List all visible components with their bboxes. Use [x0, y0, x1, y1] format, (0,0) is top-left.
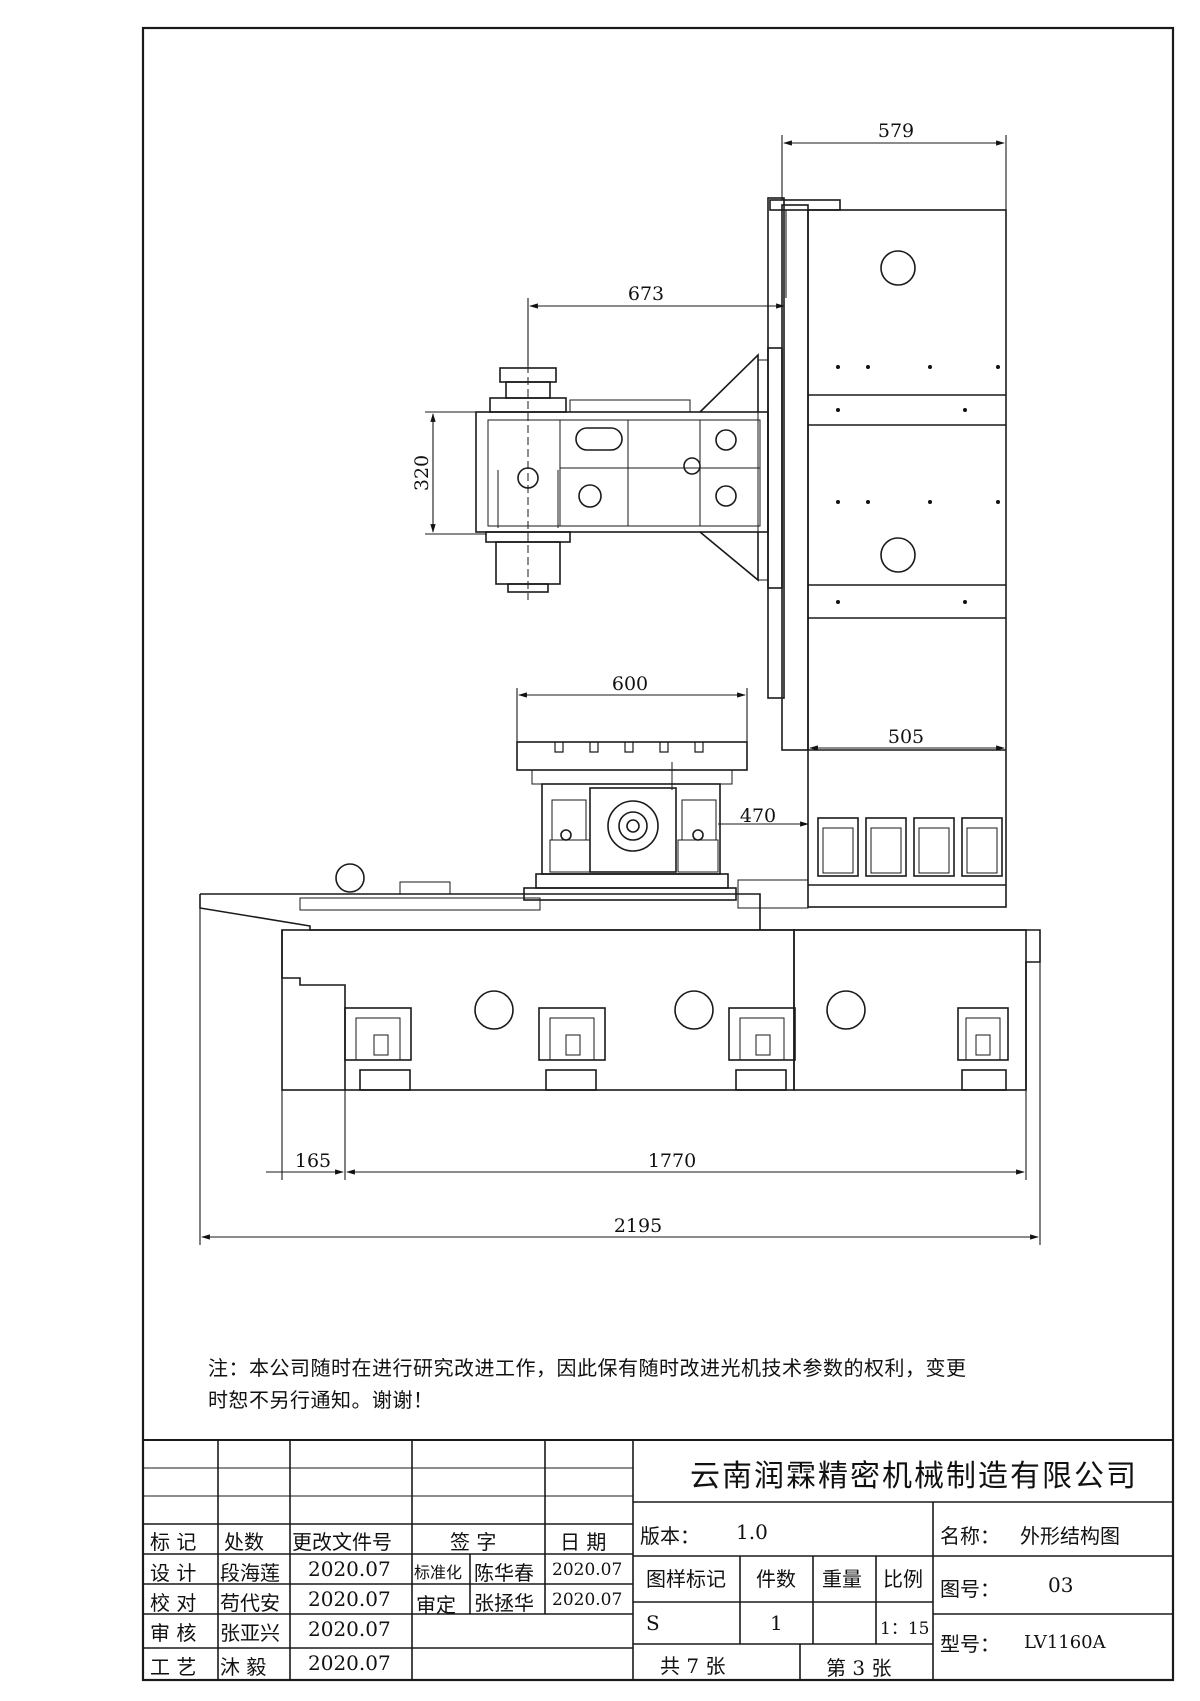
dimension-labels: 579 673 320 600 505 470 165 1770 2195 — [295, 120, 924, 1237]
weight-label: 重量 — [822, 1567, 862, 1591]
row-check-date2: 2020.07 — [552, 1590, 623, 1610]
row-design-date2: 2020.07 — [552, 1560, 623, 1580]
dimension-lines — [199, 135, 1041, 1245]
row-design-name: 段海莲 — [220, 1561, 280, 1585]
row-check-role2: 审定 — [416, 1593, 456, 1617]
pattern-mark-label: 图样标记 — [646, 1567, 726, 1591]
company-name: 云南润霖精密机械制造有限公司 — [690, 1459, 1138, 1494]
scale-value: 1：15 — [880, 1619, 930, 1639]
scale-label: 比例 — [883, 1567, 923, 1591]
model-label: 型号： — [940, 1632, 1000, 1656]
drawing-no-label: 图号： — [940, 1577, 1000, 1601]
dim-base-offset: 165 — [295, 1150, 331, 1172]
row-process-name: 沐 毅 — [220, 1655, 267, 1679]
row-design-role: 设 计 — [150, 1561, 197, 1585]
header-signature: 签 字 — [450, 1530, 497, 1554]
row-design-role2: 标准化 — [414, 1563, 463, 1582]
row-check-date: 2020.07 — [308, 1587, 391, 1611]
column-coolant-pockets — [817, 817, 1003, 877]
column-access-hole-upper — [880, 250, 916, 286]
drawing-frame — [141, 26, 1175, 1682]
quantity-label: 件数 — [756, 1567, 796, 1591]
model-value: LV1160A — [1024, 1632, 1106, 1653]
dim-base-length: 1770 — [648, 1150, 696, 1172]
quantity-value: 1 — [770, 1611, 783, 1635]
dim-head-height: 320 — [411, 455, 433, 491]
row-review-role: 审 核 — [150, 1621, 197, 1645]
row-design-date: 2020.07 — [308, 1557, 391, 1581]
header-count: 处数 — [224, 1530, 264, 1554]
dim-spindle-offset: 673 — [628, 283, 664, 305]
note-line-1: 注：本公司随时在进行研究改进工作，因此保有随时改进光机技术参数的权利，变更 — [208, 1356, 967, 1380]
column-access-hole-lower — [880, 537, 916, 573]
disclaimer-note: 注：本公司随时在进行研究改进工作，因此保有随时改进光机技术参数的权利，变更 时恕… — [208, 1352, 1088, 1416]
header-mark: 标 记 — [150, 1530, 197, 1554]
name-value: 外形结构图 — [1020, 1524, 1120, 1548]
sheet-number: 第 3 张 — [826, 1656, 892, 1680]
drawing-no-value: 03 — [1048, 1573, 1074, 1597]
total-sheets: 共 7 张 — [660, 1654, 726, 1678]
dim-overall-length: 2195 — [614, 1215, 662, 1237]
worktable — [516, 741, 748, 901]
version-value: 1.0 — [736, 1520, 768, 1544]
row-review-date: 2020.07 — [308, 1617, 391, 1641]
header-change-doc: 更改文件号 — [292, 1530, 392, 1554]
row-process-date: 2020.07 — [308, 1651, 391, 1675]
dim-column-width: 579 — [878, 120, 914, 142]
row-review-name: 张亚兴 — [220, 1621, 280, 1645]
spindle-head — [475, 347, 783, 600]
row-check-name2: 张拯华 — [474, 1591, 534, 1615]
dim-table-y-travel: 470 — [740, 805, 776, 827]
dim-table-length: 600 — [612, 673, 648, 695]
row-check-role: 校 对 — [150, 1591, 197, 1615]
header-date: 日 期 — [560, 1530, 607, 1554]
row-check-name: 苟代安 — [220, 1591, 280, 1615]
name-label: 名称： — [940, 1524, 1000, 1548]
row-design-name2: 陈华春 — [474, 1561, 534, 1585]
title-block-grid — [142, 1439, 1174, 1681]
machine-base — [199, 863, 1041, 1091]
dim-column-depth: 505 — [888, 726, 924, 748]
machine-column — [767, 197, 1007, 908]
version-label: 版本： — [640, 1524, 700, 1548]
note-line-2: 时恕不另行通知。谢谢！ — [208, 1388, 434, 1412]
row-process-role: 工 艺 — [150, 1655, 197, 1679]
pattern-mark-value: S — [646, 1611, 660, 1635]
